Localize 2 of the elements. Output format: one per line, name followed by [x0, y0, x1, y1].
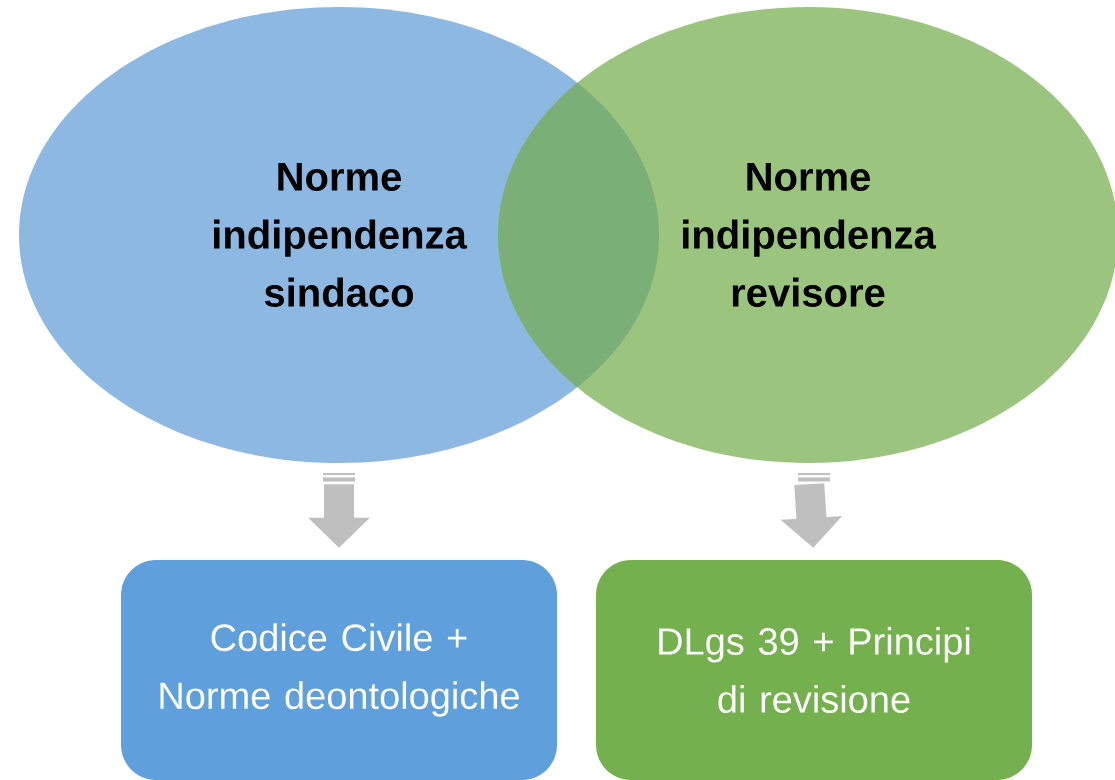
rounded-box: Codice Civile + Norme deontologiche — [121, 560, 557, 780]
rounded-box: DLgs 39 + Principi di revisione — [596, 560, 1032, 780]
